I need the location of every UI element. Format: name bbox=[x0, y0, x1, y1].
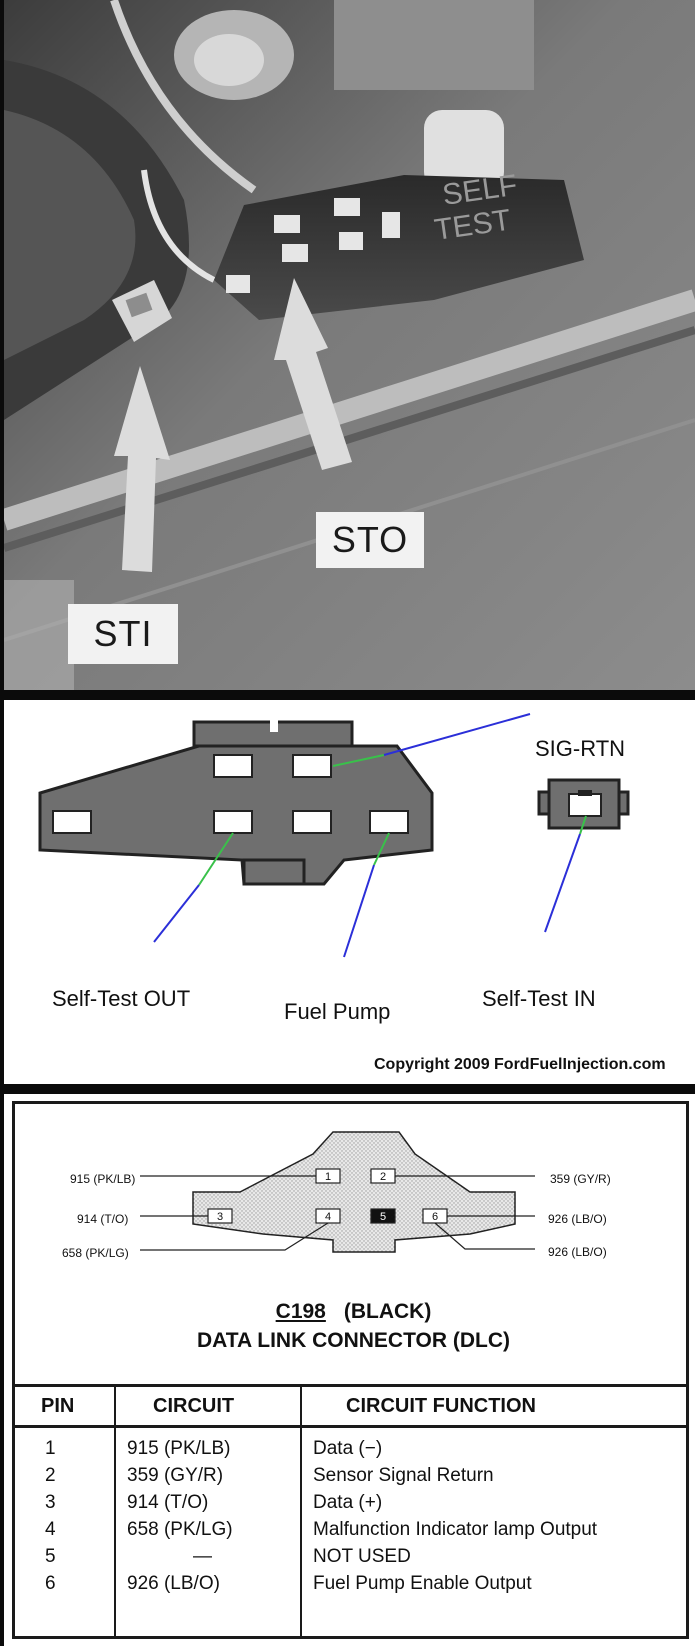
table-column-rule bbox=[114, 1384, 116, 1636]
header-circuit: CIRCUIT bbox=[153, 1395, 235, 1417]
cell-circuit: 658 (PK/LG) bbox=[127, 1519, 233, 1540]
fuel-pump-label: Fuel Pump bbox=[284, 999, 391, 1024]
cell-pin: 4 bbox=[45, 1519, 56, 1540]
pin-number-3: 3 bbox=[217, 1211, 223, 1223]
table-row: 5 — NOT USED bbox=[15, 1546, 686, 1574]
cell-function: NOT USED bbox=[313, 1546, 411, 1567]
table-top-rule bbox=[15, 1384, 686, 1387]
lead-label-pin6-a: 926 (LB/O) bbox=[548, 1212, 607, 1226]
cell-circuit: 915 (PK/LB) bbox=[127, 1438, 231, 1459]
cell-circuit: 914 (T/O) bbox=[127, 1492, 209, 1513]
connector-color: (BLACK) bbox=[343, 1300, 432, 1323]
pin-top-right bbox=[292, 754, 332, 778]
dlc-chart: 1 2 3 4 5 6 915 (PK/LB) 914 (T/O) 658 (P… bbox=[4, 1094, 695, 1646]
photo-illustration: SELF TEST bbox=[4, 0, 695, 690]
dlc-connector-body bbox=[192, 1131, 516, 1253]
connector-bottom-tab bbox=[242, 858, 306, 886]
cell-function: Malfunction Indicator lamp Output bbox=[313, 1519, 598, 1540]
table-row: 3 914 (T/O) Data (+) bbox=[15, 1492, 686, 1520]
table-row: 4 658 (PK/LG) Malfunction Indicator lamp… bbox=[15, 1519, 686, 1547]
pin-top-left bbox=[213, 754, 253, 778]
self-test-out-label: Self-Test OUT bbox=[52, 986, 191, 1011]
self-test-in-label: Self-Test IN bbox=[482, 986, 596, 1011]
engine-bay-photo: SELF TEST STO STI bbox=[4, 0, 695, 690]
pin-number-6: 6 bbox=[432, 1211, 438, 1223]
cell-pin: 3 bbox=[45, 1492, 56, 1513]
lead-label-pin4: 658 (PK/LG) bbox=[62, 1246, 129, 1260]
cell-function: Data (+) bbox=[313, 1492, 383, 1513]
header-pin: PIN bbox=[41, 1395, 75, 1417]
fuel-pump-leader-blue bbox=[343, 864, 375, 958]
cell-pin: 5 bbox=[45, 1546, 56, 1567]
connector-diagram: SIG-RTN Self-Test OUT Fuel Pump Self-Tes… bbox=[4, 700, 695, 1084]
table-row: 1 915 (PK/LB) Data (−) bbox=[15, 1438, 686, 1466]
pin-self-test-in bbox=[568, 793, 602, 817]
self-test-out-leader-green bbox=[198, 832, 234, 886]
sig-rtn-label: SIG-RTN bbox=[535, 736, 626, 761]
sto-label: STO bbox=[316, 512, 424, 568]
lead-label-pin2: 359 (GY/R) bbox=[550, 1172, 611, 1186]
cell-pin: 6 bbox=[45, 1573, 56, 1594]
cell-function: Fuel Pump Enable Output bbox=[313, 1573, 532, 1594]
cell-pin: 1 bbox=[45, 1438, 56, 1459]
fuel-pump-leader-green bbox=[373, 832, 390, 866]
pin-self-test-out bbox=[213, 810, 253, 834]
pin-number-4: 4 bbox=[325, 1211, 331, 1223]
lead-label-pin6-b: 926 (LB/O) bbox=[548, 1245, 607, 1259]
dlc-connector-drawing: 1 2 3 4 5 6 bbox=[140, 1131, 535, 1253]
pin-fuel-pump bbox=[369, 810, 409, 834]
self-test-in-leader-blue bbox=[544, 833, 581, 933]
sti-label: STI bbox=[68, 604, 178, 664]
cell-pin: 2 bbox=[45, 1465, 56, 1486]
connector-id: C198 bbox=[275, 1300, 326, 1323]
table-column-rule bbox=[300, 1384, 302, 1636]
sto-arrow bbox=[274, 278, 352, 470]
cell-function: Data (−) bbox=[313, 1438, 383, 1459]
sig-rtn-leader-blue bbox=[383, 713, 531, 756]
connector-title: C198 (BLACK) bbox=[15, 1300, 692, 1324]
connector-name: DATA LINK CONNECTOR (DLC) bbox=[196, 1329, 511, 1352]
cell-circuit: — bbox=[193, 1546, 212, 1567]
table-header-rule bbox=[15, 1425, 686, 1428]
chart-frame: 1 2 3 4 5 6 915 (PK/LB) 914 (T/O) 658 (P… bbox=[12, 1101, 689, 1639]
sig-rtn-leader-green bbox=[332, 754, 385, 767]
pin-far-left bbox=[52, 810, 92, 834]
sti-arrow bbox=[114, 366, 170, 572]
connector-key-notch bbox=[270, 718, 278, 732]
cell-function: Sensor Signal Return bbox=[313, 1465, 494, 1486]
lead-label-pin3: 914 (T/O) bbox=[77, 1212, 129, 1226]
lead-label-pin1: 915 (PK/LB) bbox=[70, 1172, 136, 1186]
cell-circuit: 926 (LB/O) bbox=[127, 1573, 220, 1594]
copyright-notice: Copyright 2009 FordFuelInjection.com bbox=[374, 1056, 666, 1073]
self-test-out-leader-blue bbox=[153, 884, 200, 943]
table-row: 2 359 (GY/R) Sensor Signal Return bbox=[15, 1465, 686, 1493]
pin-number-5: 5 bbox=[380, 1211, 386, 1223]
connector-drawing bbox=[38, 713, 630, 958]
self-test-in-leader-green bbox=[579, 815, 587, 835]
pin-middle bbox=[292, 810, 332, 834]
header-circuit-function: CIRCUIT FUNCTION bbox=[346, 1395, 536, 1417]
cell-circuit: 359 (GY/R) bbox=[127, 1465, 224, 1486]
main-connector-body bbox=[38, 720, 434, 886]
pin-number-1: 1 bbox=[325, 1171, 331, 1183]
pin-number-2: 2 bbox=[380, 1171, 386, 1183]
table-row: 6 926 (LB/O) Fuel Pump Enable Output bbox=[15, 1573, 686, 1601]
